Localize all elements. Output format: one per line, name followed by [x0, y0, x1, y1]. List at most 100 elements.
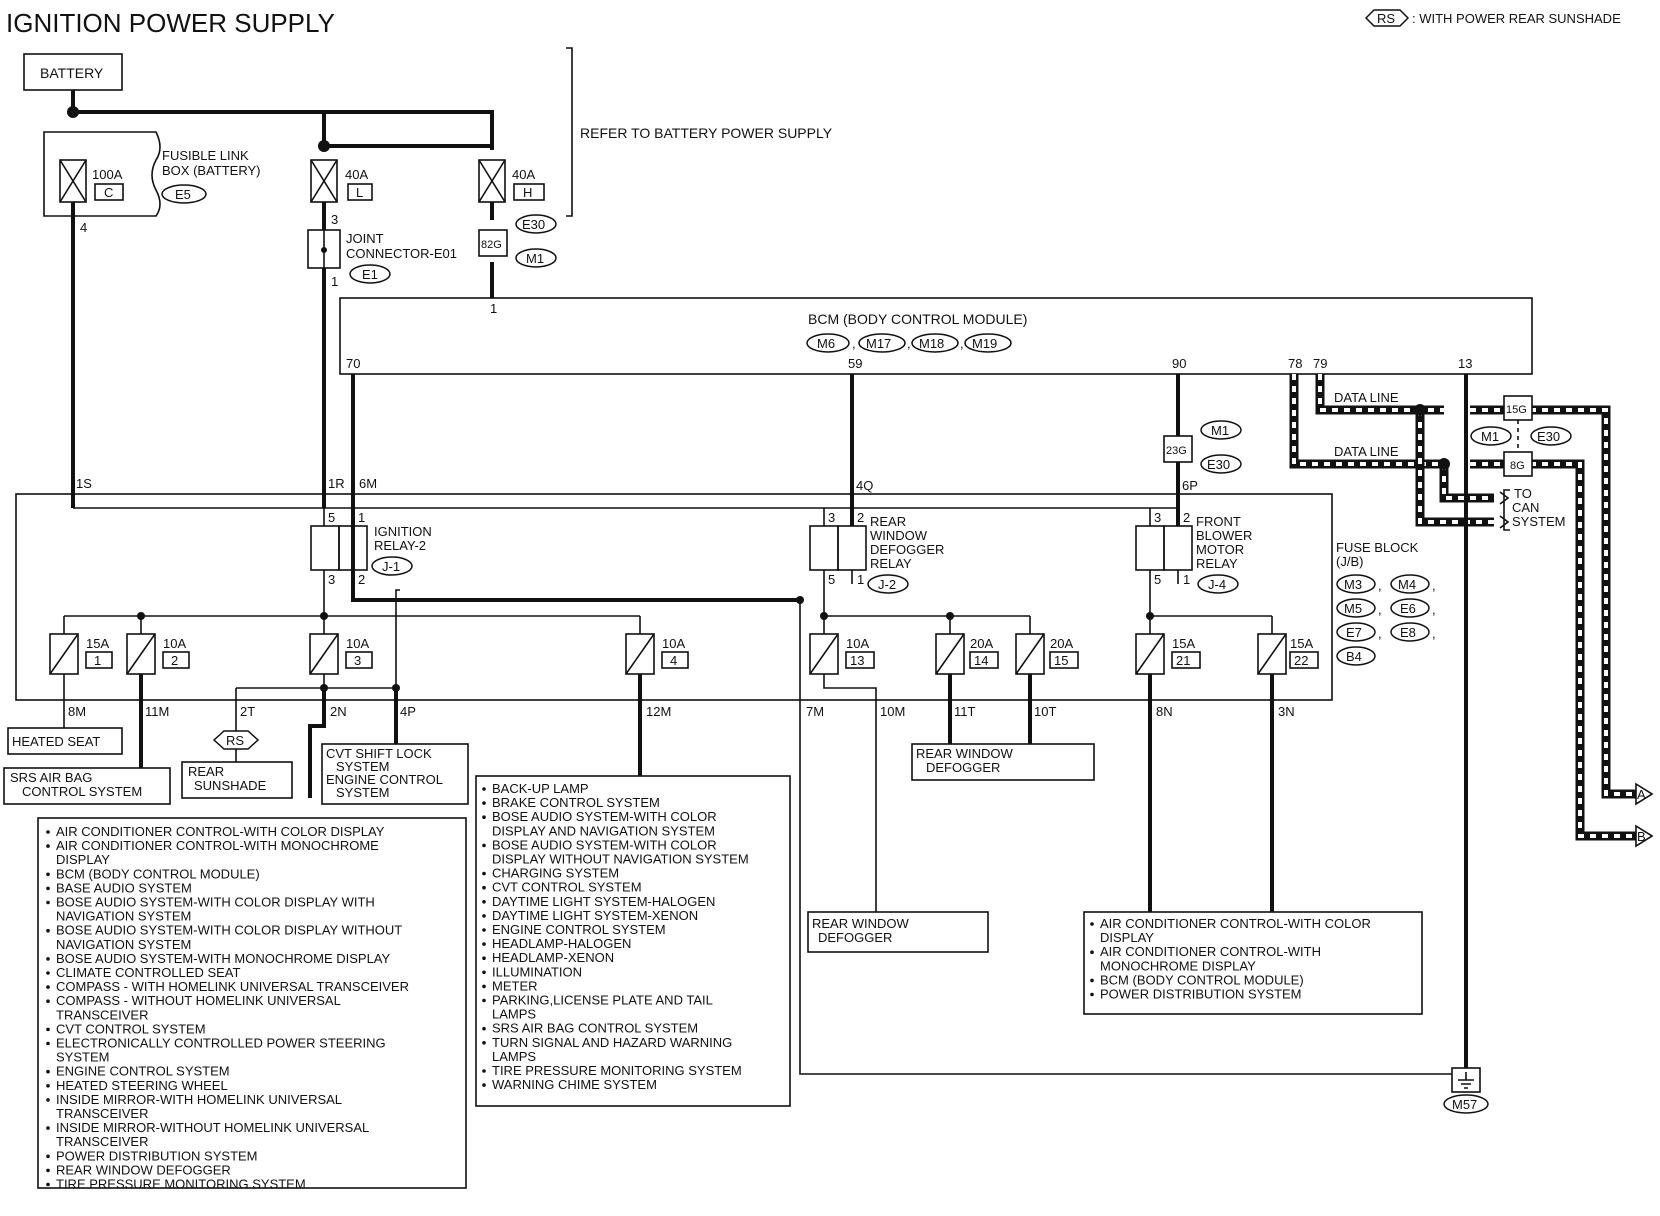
list-bullet: [46, 900, 50, 905]
svg-text:DEFOGGER: DEFOGGER: [870, 542, 944, 557]
svg-text:M19: M19: [972, 336, 997, 351]
list-item: HEADLAMP-XENON: [492, 950, 614, 965]
svg-text:M18: M18: [919, 336, 944, 351]
svg-text:1: 1: [331, 274, 338, 289]
list-item: SRS AIR BAG CONTROL SYSTEM: [492, 1021, 698, 1036]
fusible-link-h-amp: 40A: [512, 167, 535, 182]
middle-load-list: [475, 775, 791, 1107]
list-item: TRANSCEIVER: [56, 1007, 148, 1022]
svg-text:2: 2: [857, 510, 864, 525]
svg-text:78: 78: [1288, 356, 1302, 371]
list-item: BOSE AUDIO SYSTEM-WITH COLOR DISPLAY WIT…: [56, 895, 375, 910]
fusible-link-c-amp: 100A: [92, 167, 123, 182]
svg-text:RS: RS: [226, 733, 244, 748]
list-item: ENGINE CONTROL SYSTEM: [56, 1064, 230, 1079]
rs-legend-code: RS: [1377, 11, 1395, 26]
svg-text:SUNSHADE: SUNSHADE: [194, 778, 267, 793]
svg-text:15: 15: [1054, 653, 1068, 668]
svg-text:BLOWER: BLOWER: [1196, 528, 1252, 543]
list-item: DAYTIME LIGHT SYSTEM-HALOGEN: [492, 894, 715, 909]
svg-text:11M: 11M: [145, 704, 169, 719]
svg-text:21: 21: [1176, 653, 1190, 668]
svg-text:90: 90: [1172, 356, 1186, 371]
connector-23g: [1163, 435, 1193, 463]
list-item: SYSTEM: [56, 1050, 109, 1065]
fusible-link-c-letter: C: [104, 185, 113, 200]
list-item: NAVIGATION SYSTEM: [56, 909, 191, 924]
list-item: TRANSCEIVER: [56, 1106, 148, 1121]
list-bullet: [46, 999, 50, 1003]
svg-text:3: 3: [1154, 510, 1161, 525]
list-item: ELECTRONICALLY CONTROLLED POWER STEERING: [56, 1036, 386, 1051]
svg-text:M1: M1: [526, 251, 544, 266]
list-item: DISPLAY AND NAVIGATION SYSTEM: [492, 823, 715, 838]
defogger-relay-coil: [837, 525, 867, 571]
svg-text:15A: 15A: [1290, 636, 1313, 651]
svg-text:E30: E30: [522, 217, 545, 232]
svg-text:13: 13: [1458, 356, 1472, 371]
svg-text:E7: E7: [1346, 625, 1362, 640]
svg-text:4: 4: [80, 220, 87, 235]
svg-text:M57: M57: [1452, 1097, 1477, 1112]
svg-text:E1: E1: [362, 267, 378, 282]
svg-text:E30: E30: [1207, 457, 1230, 472]
fusible-link-l-letter: L: [356, 185, 363, 200]
svg-text:E8: E8: [1400, 625, 1416, 640]
list-item: HEADLAMP-HALOGEN: [492, 936, 631, 951]
list-item: TIRE PRESSURE MONITORING SYSTEM: [492, 1063, 742, 1078]
svg-text:,: ,: [1432, 626, 1436, 641]
left-load-list: [37, 817, 467, 1189]
svg-text:B4: B4: [1346, 649, 1362, 664]
right-load-list-items: AIR CONDITIONER CONTROL-WITH COLORDISPLA…: [1090, 916, 1371, 1002]
svg-text:DEFOGGER: DEFOGGER: [926, 760, 1000, 775]
svg-text:M6: M6: [817, 336, 835, 351]
list-bullet: [1090, 978, 1094, 983]
list-item: WARNING CHIME SYSTEM: [492, 1077, 657, 1092]
svg-text:11T: 11T: [954, 704, 975, 719]
list-item: INSIDE MIRROR-WITHOUT HOMELINK UNIVERSAL: [56, 1120, 369, 1135]
svg-text:3: 3: [354, 653, 361, 668]
list-bullet: [46, 844, 50, 848]
svg-text:E30: E30: [1537, 429, 1560, 444]
list-item: BOSE AUDIO SYSTEM-WITH COLOR: [492, 837, 717, 852]
list-item: BOSE AUDIO SYSTEM-WITH COLOR: [492, 809, 717, 824]
list-bullet: [482, 956, 486, 960]
list-bullet: [482, 900, 486, 904]
list-bullet: [46, 928, 50, 933]
svg-text:A: A: [1637, 787, 1646, 802]
wire-bcm-70: [351, 374, 800, 602]
battery-box: [23, 53, 123, 91]
svg-text:20A: 20A: [970, 636, 993, 651]
list-item: BOSE AUDIO SYSTEM-WITH MONOCHROME DISPLA…: [56, 951, 391, 966]
list-item: TURN SIGNAL AND HAZARD WARNING: [492, 1035, 732, 1050]
list-item: AIR CONDITIONER CONTROL-WITH COLOR: [1100, 916, 1371, 931]
bcm-label: BCM (BODY CONTROL MODULE): [808, 311, 1027, 327]
ignition-relay-contact: [310, 525, 340, 571]
svg-text:2T: 2T: [240, 704, 255, 719]
fusible-link-box: [43, 131, 161, 217]
list-bullet: [46, 1126, 50, 1130]
svg-text:J-2: J-2: [878, 577, 896, 592]
svg-text:15G: 15G: [1506, 404, 1527, 416]
svg-text:3: 3: [328, 572, 335, 587]
svg-text:3: 3: [828, 510, 835, 525]
svg-text:1S: 1S: [76, 476, 92, 491]
svg-text:1R: 1R: [328, 476, 345, 491]
defogger-relay-contact: [809, 525, 839, 571]
list-item: DISPLAY: [56, 852, 110, 867]
list-bullet: [482, 787, 486, 791]
list-bullet: [482, 885, 486, 890]
list-bullet: [46, 971, 50, 975]
list-item: BRAKE CONTROL SYSTEM: [492, 795, 660, 810]
data-line-label-2: DATA LINE: [1334, 444, 1399, 459]
svg-text:REAR: REAR: [870, 514, 906, 529]
fusible-link-h-letter: H: [523, 185, 532, 200]
svg-text:4Q: 4Q: [856, 478, 873, 493]
